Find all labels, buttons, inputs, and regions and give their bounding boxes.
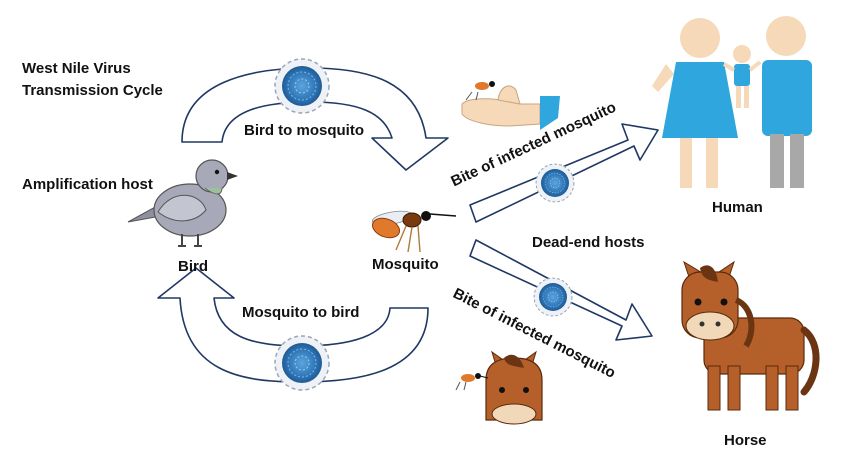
virus-icon xyxy=(535,163,575,203)
amplification-host-label: Amplification host xyxy=(22,176,153,193)
bird-label: Bird xyxy=(178,258,208,275)
virus-icon xyxy=(533,277,573,317)
title-line-2: Transmission Cycle xyxy=(22,82,163,99)
horse-head-icon xyxy=(455,350,543,425)
mosquito-icon xyxy=(371,210,457,253)
virus-icon xyxy=(274,335,330,391)
title-line-1: West Nile Virus xyxy=(22,60,131,77)
horse-label: Horse xyxy=(724,432,767,449)
bird-to-mosquito-label: Bird to mosquito xyxy=(244,122,364,139)
horse-icon xyxy=(681,260,820,411)
hand-icon xyxy=(461,81,560,130)
human-family-icon xyxy=(652,16,812,188)
mosquito-label: Mosquito xyxy=(372,256,439,273)
diagram-title: West Nile Virus Transmission Cycle xyxy=(22,58,163,102)
human-label: Human xyxy=(712,199,763,216)
bird-icon xyxy=(127,159,238,247)
mosquito-to-bird-label: Mosquito to bird xyxy=(242,304,360,321)
mosquito-to-bird-arrow xyxy=(157,267,429,383)
dead-end-hosts-label: Dead-end hosts xyxy=(532,234,645,251)
virus-icon xyxy=(274,58,330,114)
bird-to-mosquito-arrow xyxy=(181,67,449,171)
